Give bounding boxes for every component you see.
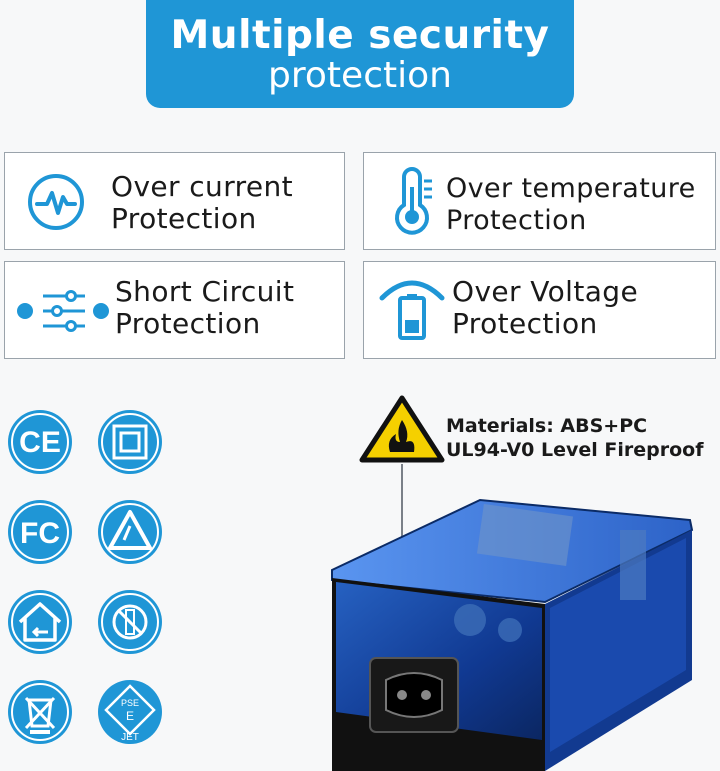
pse-diamond-icon: [98, 590, 162, 654]
triangle-cert-icon: [98, 500, 162, 564]
circuit-sliders-icon: [17, 290, 109, 332]
weee-bin-icon: [8, 680, 72, 744]
pulse-circle-icon: [28, 174, 84, 230]
fcc-mark-text: FC: [20, 517, 60, 550]
feature-card-over-voltage: Over Voltage Protection: [363, 261, 716, 359]
feature-card-over-current: Over current Protection: [4, 152, 345, 250]
feature-label-line1: Over temperature: [446, 173, 696, 204]
ce-mark-text: CE: [19, 426, 61, 459]
banner-title-bold: Multiple security: [170, 13, 550, 58]
ce-mark-icon: CE: [8, 410, 72, 474]
feature-label-line1: Over Voltage: [452, 275, 639, 308]
double-insulation-icon: [98, 410, 162, 474]
feature-card-over-temperature: Over temperature Protection: [363, 152, 716, 250]
banner-title-light: protection: [268, 55, 452, 96]
materials-line2: UL94-V0 Level Fireproof: [446, 439, 704, 461]
certification-badges: CE FC PSE E: [0, 392, 180, 771]
feature-label-line1: Over current: [111, 170, 294, 203]
jet-text: JET: [121, 732, 139, 743]
pse-text: PSE: [121, 698, 139, 708]
header-banner: Multiple security protection: [146, 0, 574, 108]
feature-label-line2: Protection: [452, 307, 598, 340]
power-adapter-image: [331, 395, 694, 771]
feature-label-line2: Protection: [446, 205, 587, 236]
feature-label-line1: Short Circuit: [115, 275, 295, 308]
feature-label-line2: Protection: [115, 307, 261, 340]
pse-jet-icon: PSE E JET: [98, 680, 162, 744]
materials-note: Materials: ABS+PC UL94-V0 Level Fireproo…: [446, 414, 704, 462]
feature-label-line2: Protection: [111, 202, 257, 235]
materials-line1: Materials: ABS+PC: [446, 415, 648, 437]
battery-signal-icon: [379, 280, 445, 340]
pse-e-text: E: [126, 709, 134, 723]
feature-card-short-circuit: Short Circuit Protection: [4, 261, 345, 359]
fcc-mark-icon: FC: [8, 500, 72, 564]
indoor-use-icon: [8, 590, 72, 654]
thermometer-icon: [395, 167, 432, 235]
